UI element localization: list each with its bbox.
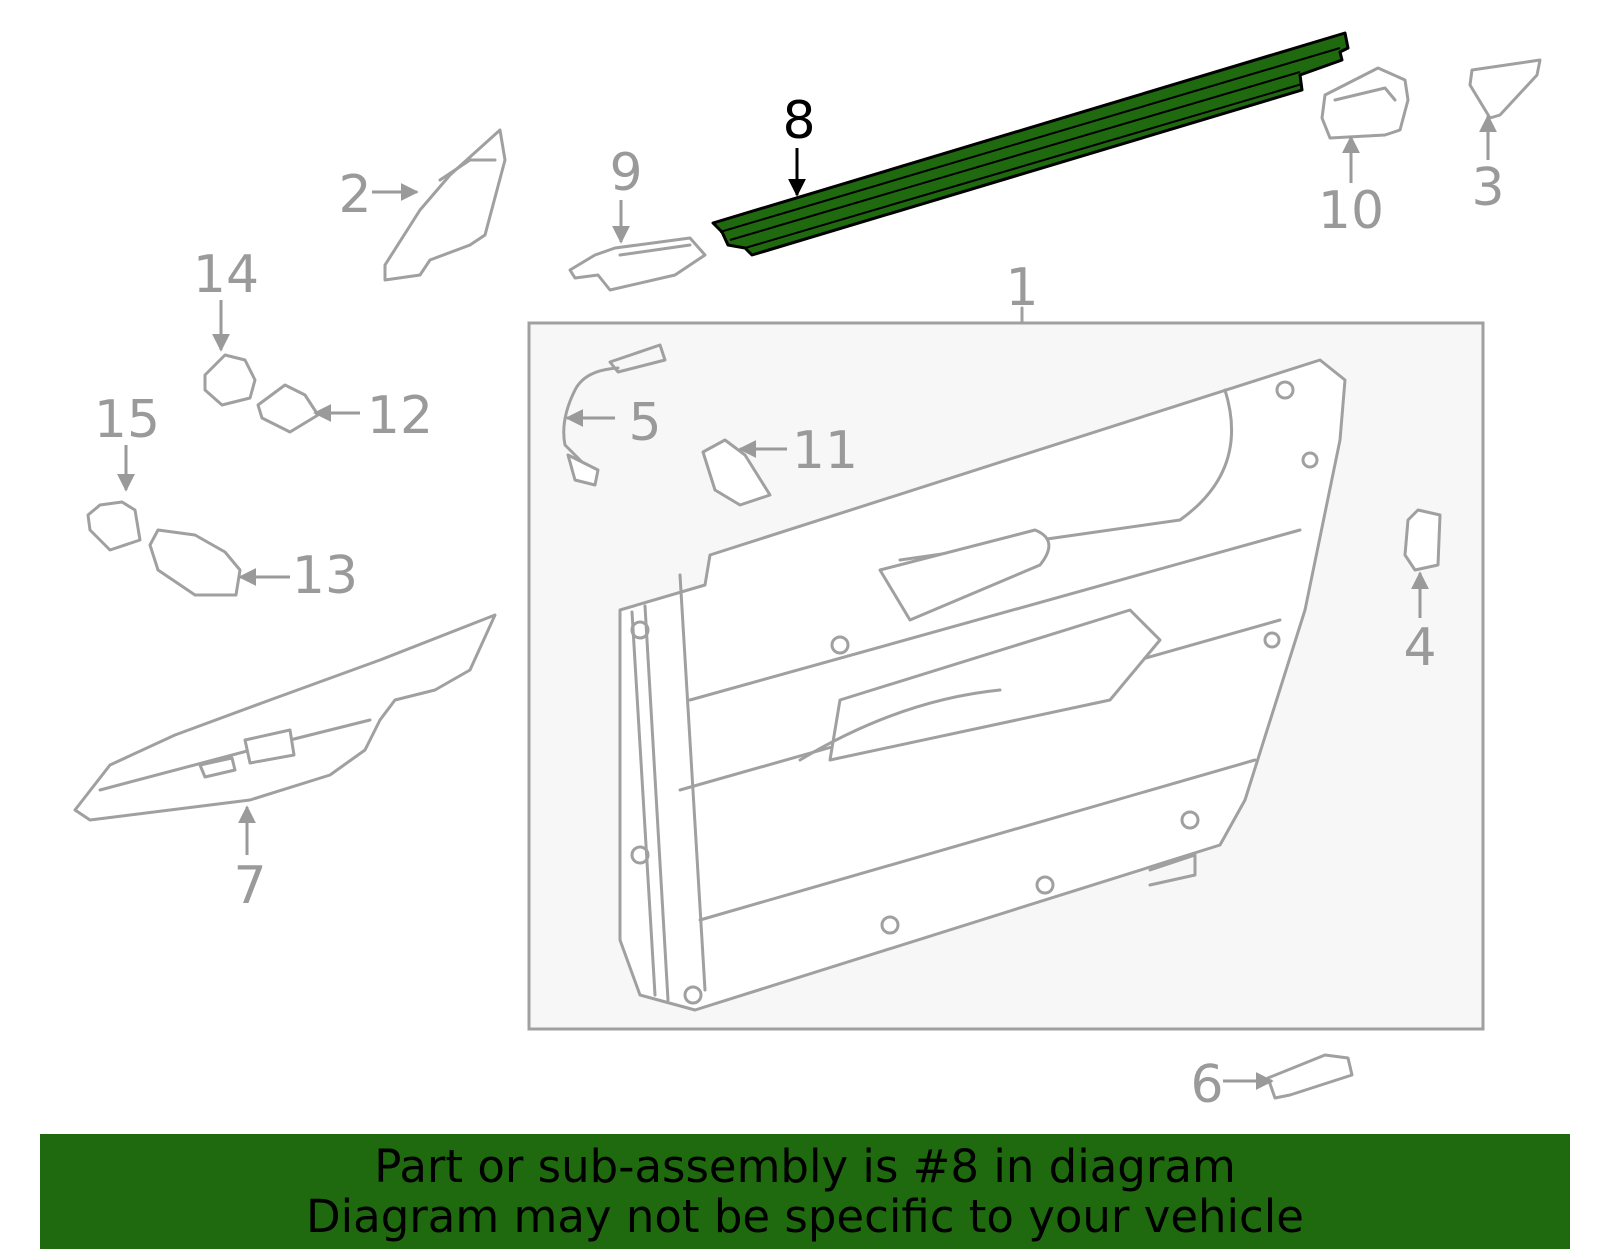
part-10-bracket bbox=[1320, 66, 1410, 140]
callout-arrows bbox=[117, 114, 1497, 1090]
callout-4: 4 bbox=[1403, 618, 1436, 678]
callout-3: 3 bbox=[1471, 158, 1504, 218]
part-1-door-trim-panel bbox=[527, 306, 1485, 1031]
callout-1: 1 bbox=[1005, 258, 1038, 318]
banner-line-1: Part or sub-assembly is #8 in diagram bbox=[374, 1140, 1236, 1193]
callout-2: 2 bbox=[338, 165, 371, 225]
part-4-clip bbox=[1403, 508, 1442, 572]
callout-14: 14 bbox=[193, 245, 259, 305]
callout-5: 5 bbox=[628, 393, 661, 453]
callout-6: 6 bbox=[1190, 1055, 1223, 1115]
callout-13: 13 bbox=[292, 546, 358, 606]
part-13-switch-assembly bbox=[148, 528, 242, 597]
callout-15: 15 bbox=[94, 390, 160, 450]
part-2-mirror-cover bbox=[383, 128, 507, 282]
callout-7: 7 bbox=[233, 856, 266, 916]
part-7-armrest-base bbox=[73, 613, 497, 822]
callout-10: 10 bbox=[1318, 181, 1384, 241]
callout-12: 12 bbox=[367, 386, 433, 446]
part-5-wire-harness bbox=[562, 343, 667, 487]
part-3-clip bbox=[1468, 58, 1542, 120]
part-8-belt-weatherstrip bbox=[711, 31, 1350, 257]
callout-11: 11 bbox=[792, 421, 858, 481]
part-11-switch bbox=[701, 438, 772, 507]
callout-9: 9 bbox=[609, 143, 642, 203]
part-12-switch bbox=[256, 383, 320, 434]
info-banner: Part or sub-assembly is #8 in diagram Di… bbox=[40, 1134, 1570, 1249]
part-6-cover bbox=[1266, 1053, 1354, 1100]
banner-line-2: Diagram may not be specific to your vehi… bbox=[306, 1190, 1304, 1243]
part-14-switch bbox=[203, 353, 257, 407]
part-15-switch bbox=[86, 500, 142, 552]
callout-8: 8 bbox=[782, 91, 815, 151]
part-9-retainer bbox=[568, 236, 707, 292]
